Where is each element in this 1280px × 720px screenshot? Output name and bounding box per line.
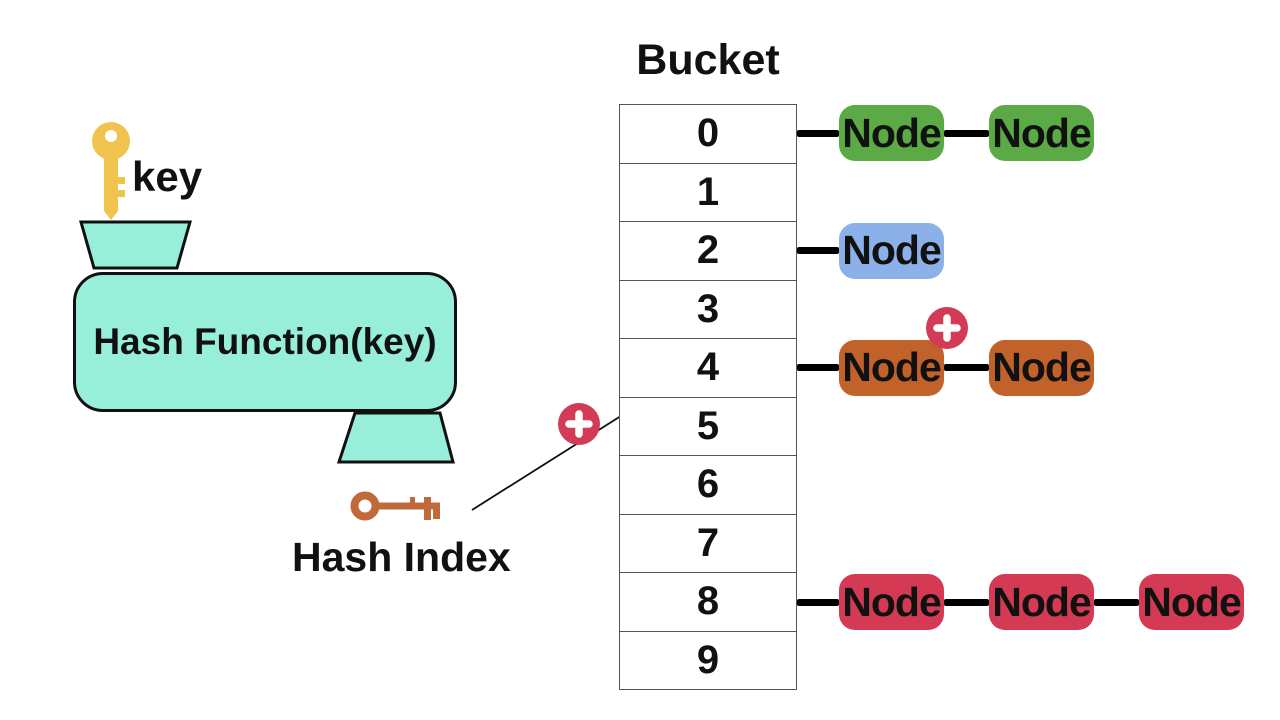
node-box: Node xyxy=(989,574,1094,631)
plus-icon-hash xyxy=(558,403,600,445)
chain-connector xyxy=(944,129,989,137)
plus-icon-insert xyxy=(926,306,968,349)
chain-connector xyxy=(797,598,839,606)
node-label: Node xyxy=(842,578,941,625)
node-box: Node xyxy=(839,574,944,631)
node-box: Node xyxy=(989,339,1094,396)
hash-function-box: Hash Function(key) xyxy=(73,272,457,412)
node-box: Node xyxy=(839,222,944,279)
node-box: Node xyxy=(839,105,944,162)
chain-connector xyxy=(944,598,989,606)
node-label: Node xyxy=(842,344,941,391)
node-box: Node xyxy=(989,105,1094,162)
funnel-in xyxy=(79,220,192,270)
hash-index-key-icon xyxy=(350,491,440,521)
bucket-cell-8: 8 xyxy=(620,573,796,632)
bucket-table-title: Bucket xyxy=(636,36,780,84)
bucket-cell-2: 2 xyxy=(620,222,796,281)
bucket-cell-7: 7 xyxy=(620,515,796,573)
node-label: Node xyxy=(842,109,941,156)
node-label: Node xyxy=(992,578,1091,625)
chain-connector xyxy=(797,364,839,372)
hash-index-label: Hash Index xyxy=(292,534,511,580)
bucket-cell-1: 1 xyxy=(620,164,796,222)
chain-connector xyxy=(1094,598,1139,606)
node-label: Node xyxy=(1142,578,1241,625)
bucket-cell-5: 5 xyxy=(620,398,796,456)
hash-function-label: Hash Function(key) xyxy=(93,321,437,362)
key-icon xyxy=(92,122,130,220)
key-label: key xyxy=(132,153,203,200)
bucket-cell-6: 6 xyxy=(620,456,796,515)
node-label: Node xyxy=(992,109,1091,156)
node-label: Node xyxy=(992,344,1091,391)
bucket-cell-0: 0 xyxy=(620,105,796,164)
chain-connector xyxy=(944,364,989,372)
bucket-cell-9: 9 xyxy=(696,637,720,682)
node-box: Node xyxy=(839,339,944,396)
chain-connector xyxy=(797,247,839,254)
funnel-out xyxy=(336,411,455,464)
bucket-cell-4: 4 xyxy=(620,339,796,398)
bucket-cell-3: 3 xyxy=(620,281,796,339)
node-box: Node xyxy=(1139,574,1244,631)
chain-connector xyxy=(797,129,839,137)
node-label: Node xyxy=(842,227,941,273)
